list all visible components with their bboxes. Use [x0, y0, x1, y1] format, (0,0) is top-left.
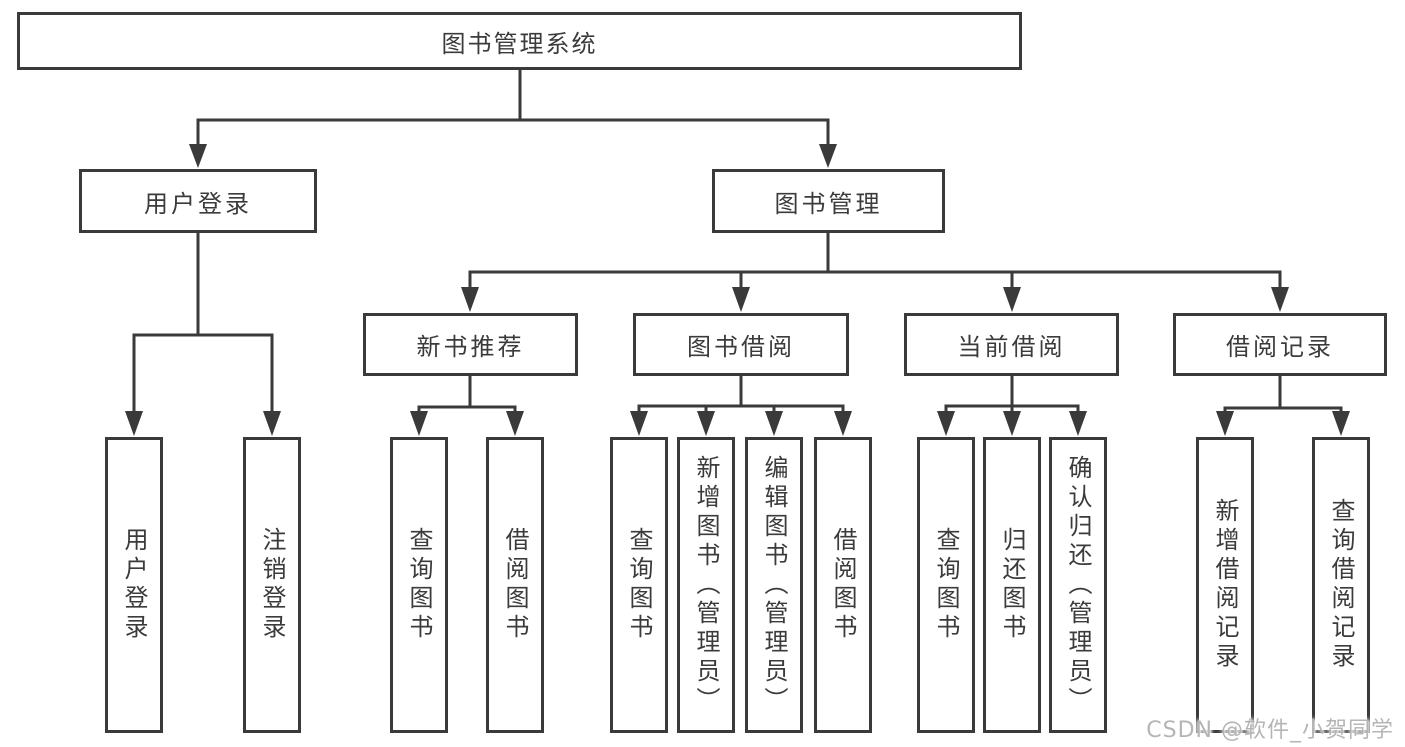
leaf-borrow-add-books-admin: 新增图书（管理员）	[677, 437, 735, 733]
leaf-current-query-books: 查询图书	[917, 437, 975, 733]
node-borrow-records: 借阅记录	[1173, 313, 1387, 376]
csdn-watermark: CSDN @软件_小贺同学	[1146, 718, 1394, 743]
node-book-borrow: 图书借阅	[633, 313, 849, 376]
node-user-login: 用户登录	[79, 169, 317, 233]
node-current-borrow: 当前借阅	[904, 313, 1119, 376]
leaf-records-add-record: 新增借阅记录	[1196, 437, 1254, 733]
leaf-borrow-query-books: 查询图书	[610, 437, 668, 733]
leaf-records-query-record: 查询借阅记录	[1312, 437, 1370, 733]
connector-book-management-to-level3	[461, 231, 1289, 312]
leaf-borrow-edit-books-admin: 编辑图书（管理员）	[745, 437, 803, 733]
connector-new-book-recommend-to-leaves	[410, 374, 524, 436]
leaf-user-login: 用户登录	[105, 437, 163, 733]
connector-root-to-level2	[189, 68, 837, 168]
connector-borrow-records-to-leaves	[1216, 374, 1350, 436]
node-root: 图书管理系统	[17, 12, 1022, 70]
node-book-management: 图书管理	[712, 169, 945, 233]
connector-user-login-to-leaves	[125, 231, 281, 436]
connector-current-borrow-to-leaves	[937, 374, 1087, 436]
leaf-current-confirm-return-admin: 确认归还（管理员）	[1049, 437, 1107, 733]
leaf-recommend-query-books: 查询图书	[390, 437, 448, 733]
leaf-current-return-books: 归还图书	[983, 437, 1041, 733]
connector-book-borrow-to-leaves	[630, 374, 852, 436]
leaf-logout: 注销登录	[243, 437, 301, 733]
leaf-borrow-borrow-books: 借阅图书	[814, 437, 872, 733]
node-new-book-recommend: 新书推荐	[363, 313, 578, 376]
leaf-recommend-borrow-books: 借阅图书	[486, 437, 544, 733]
